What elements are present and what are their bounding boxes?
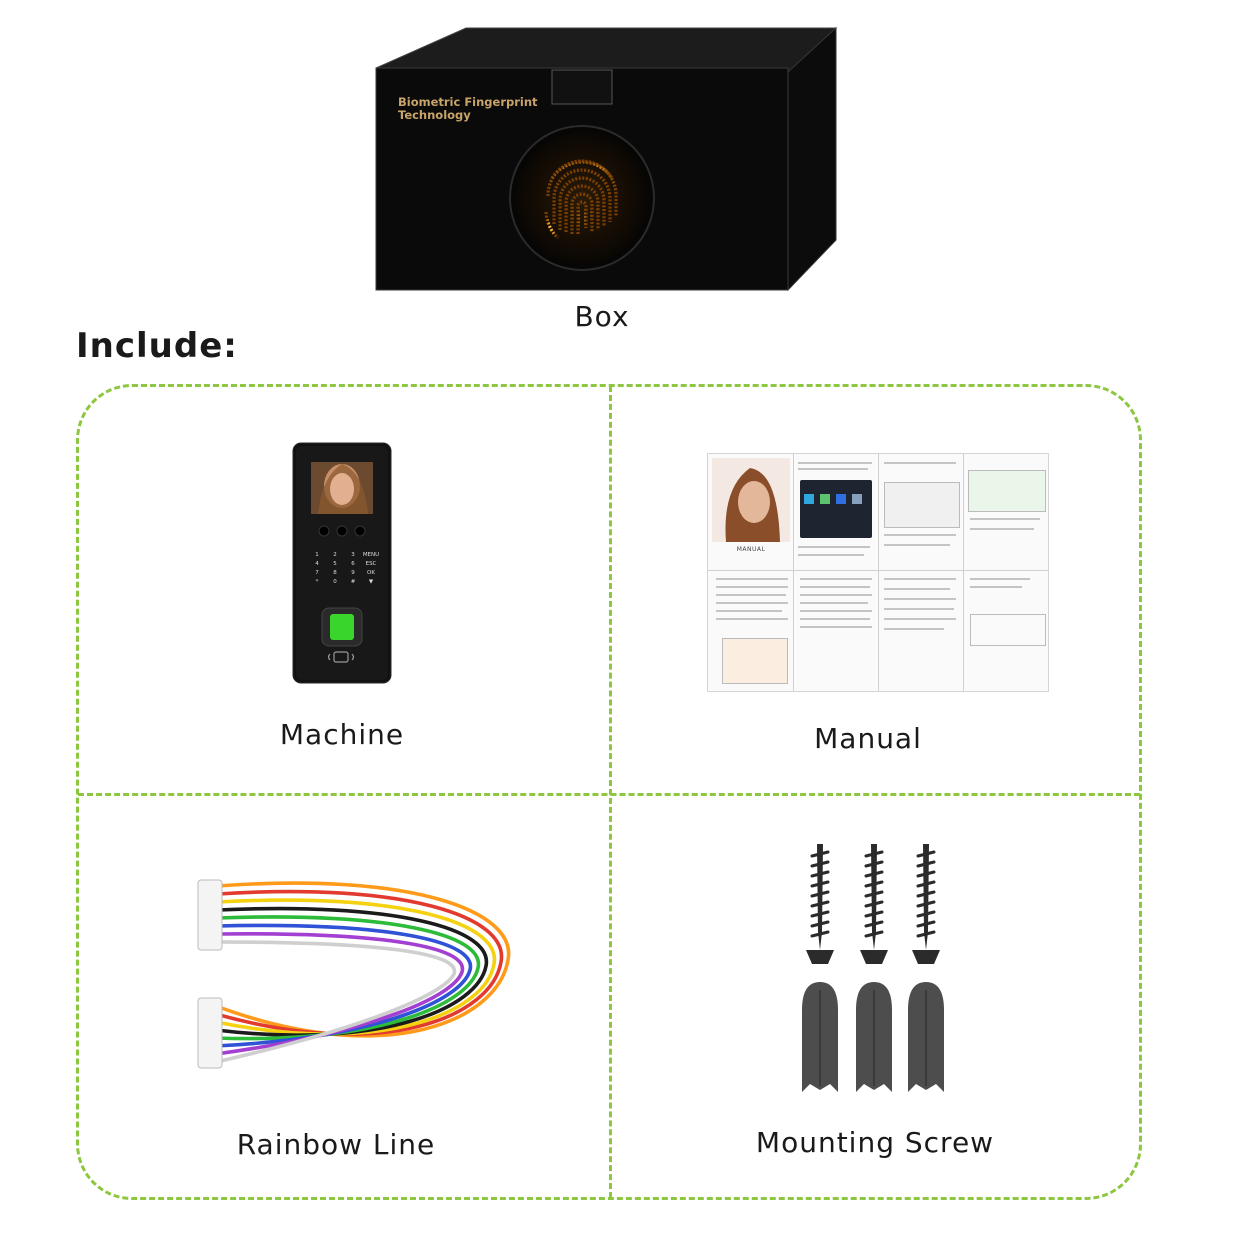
machine-keypad: 1 2 3 MENU 4 5 6 ESC 7 8 9 OK * 0 # ▼ xyxy=(308,552,380,585)
key: 2 xyxy=(333,552,337,558)
key: 4 xyxy=(315,561,319,567)
manual-cover-title: MANUAL xyxy=(736,546,766,553)
key: 0 xyxy=(333,579,337,585)
key: 1 xyxy=(315,552,319,558)
key: 8 xyxy=(333,570,337,576)
product-box-image xyxy=(375,26,838,292)
key: 3 xyxy=(351,552,355,558)
machine-image: 1 2 3 MENU 4 5 6 ESC 7 8 9 OK * 0 # ▼ xyxy=(292,442,392,684)
manual-image: MANUAL xyxy=(707,453,1049,692)
box-caption: Box xyxy=(574,300,630,333)
include-heading: Include: xyxy=(76,326,238,366)
grid-divider-vertical xyxy=(609,386,612,1198)
key: 5 xyxy=(333,561,337,567)
key: # xyxy=(350,579,356,585)
mounting-screw-caption: Mounting Screw xyxy=(755,1126,995,1159)
key: 9 xyxy=(351,570,355,576)
box-printed-text: Biometric Fingerprint Technology xyxy=(398,95,538,122)
key: ESC xyxy=(365,561,377,567)
included-items-frame xyxy=(76,384,1142,1200)
key: 7 xyxy=(315,570,319,576)
key: 6 xyxy=(351,561,355,567)
machine-caption: Machine xyxy=(279,718,405,751)
grid-divider-horizontal xyxy=(78,793,1140,796)
rainbow-line-caption: Rainbow Line xyxy=(236,1128,436,1161)
key: * xyxy=(315,579,319,585)
rainbow-line-image xyxy=(197,879,511,1069)
key: MENU xyxy=(362,552,380,558)
mounting-screw-image xyxy=(802,844,944,1092)
fingerprint-icon xyxy=(544,159,618,240)
manual-caption: Manual xyxy=(814,722,922,755)
key: ▼ xyxy=(368,579,374,585)
key: OK xyxy=(367,570,375,576)
